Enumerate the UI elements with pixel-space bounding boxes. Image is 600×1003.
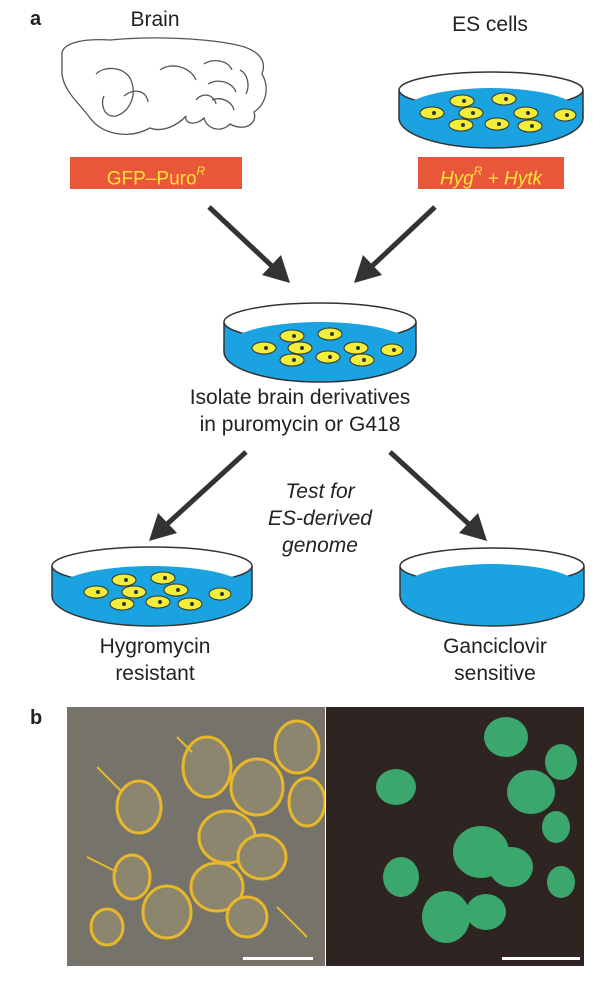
brain-derivatives-dish: [223, 302, 417, 383]
test-line-3: genome: [282, 534, 358, 557]
gfp-puro-tag: GFP–PuroR: [70, 157, 242, 189]
es-cells-dish: [398, 71, 584, 149]
isolate-line-1: Isolate brain derivatives: [189, 386, 411, 409]
test-line-2: ES-derived: [268, 507, 372, 530]
hygromycin-line-1: Hygromycin: [99, 635, 211, 658]
test-line-1: Test for: [285, 480, 355, 503]
brain-label: Brain: [130, 8, 180, 31]
diagram-graphics: [51, 37, 585, 627]
hygromycin-dish: [51, 546, 253, 627]
phase-contrast-cells: [67, 707, 325, 966]
ganciclovir-dish: [399, 547, 585, 627]
ganciclovir-line-2: sensitive: [454, 662, 536, 685]
es-cells-label: ES cells: [452, 13, 528, 36]
phase-contrast-image: [67, 707, 325, 966]
fluorescence-cells: [326, 707, 584, 966]
panel-b-letter: b: [30, 707, 43, 729]
ganciclovir-line-1: Ganciclovir: [443, 635, 547, 658]
fluorescence-image: [326, 707, 584, 966]
hyg-sup: R: [473, 164, 483, 178]
hytk-text: + Hytk: [482, 168, 543, 190]
hyg-text: Hyg: [439, 168, 474, 190]
gfp-puro-sup: R: [196, 164, 206, 178]
scale-bar-left: [243, 957, 313, 960]
panel-a-letter: a: [30, 8, 42, 30]
hygromycin-line-2: resistant: [115, 662, 195, 685]
isolate-line-2: in puromycin or G418: [199, 413, 401, 436]
scale-bar-right: [502, 957, 580, 960]
arrows-converge: [207, 205, 437, 283]
arrows-diverge: [149, 450, 487, 541]
gfp-puro-text: GFP–Puro: [106, 168, 197, 190]
hyg-hytk-tag: HygR + Hytk: [418, 157, 564, 189]
brain-outline-icon: [61, 37, 267, 135]
